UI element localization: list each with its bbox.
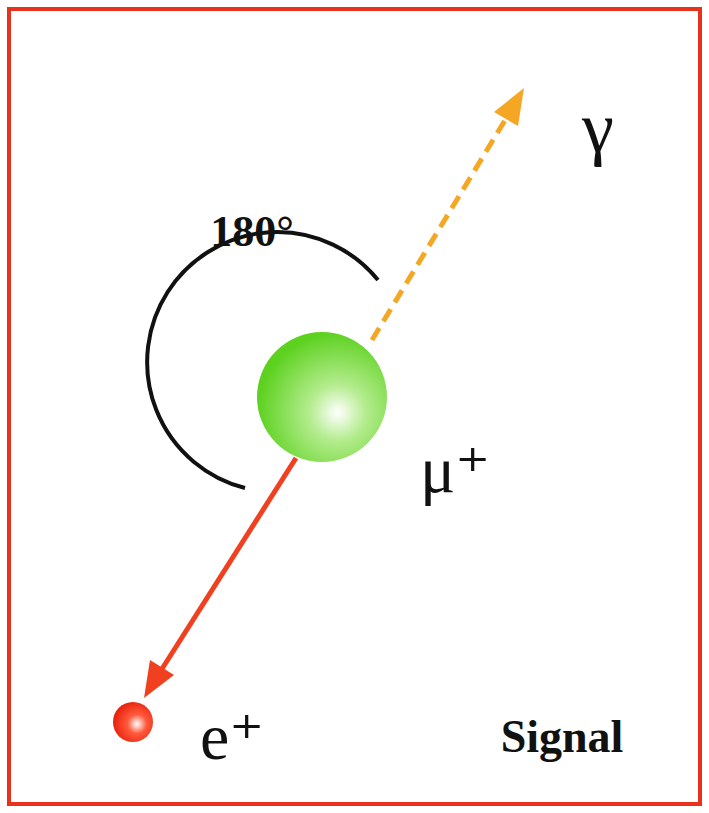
particle-label: e⁺ — [200, 704, 264, 770]
caption-label: Signal — [501, 714, 624, 760]
photon-line — [372, 112, 510, 340]
frame-border — [9, 9, 700, 804]
photon-arrowhead — [494, 88, 524, 126]
muon-sphere — [257, 332, 387, 462]
positron-line — [160, 458, 296, 672]
particle-label: γ — [582, 92, 614, 164]
positron-dot — [113, 702, 153, 742]
angle-label: 180° — [210, 210, 294, 254]
particle-label: μ⁺ — [420, 437, 490, 503]
positron-arrowhead — [144, 660, 174, 698]
